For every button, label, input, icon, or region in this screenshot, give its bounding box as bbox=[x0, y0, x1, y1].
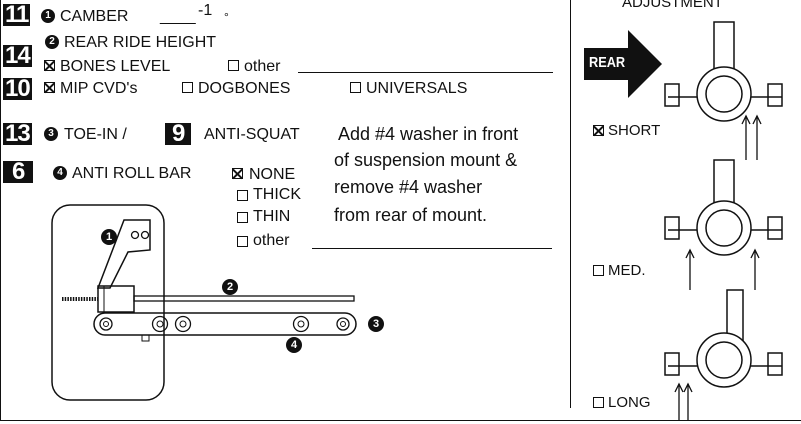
note-line-1: Add #4 washer in front bbox=[338, 124, 519, 144]
step-1-badge: 1 bbox=[41, 9, 55, 23]
diagram-callout-4: 4 bbox=[286, 337, 302, 353]
left-panel-border bbox=[0, 0, 1, 420]
step-4-badge: 4 bbox=[53, 166, 67, 180]
thin-label: THIN bbox=[253, 208, 291, 225]
dogbones-label: DOGBONES bbox=[198, 80, 291, 97]
adjustment-title: ADJUSTMENT bbox=[622, 0, 723, 11]
note-line-4: from rear of mount. bbox=[334, 205, 488, 225]
thin-checkbox[interactable] bbox=[237, 212, 248, 223]
anti-squat-badge: 9 bbox=[165, 122, 192, 146]
bones-level-checkbox[interactable] bbox=[44, 60, 55, 71]
step-3-badge: 3 bbox=[44, 127, 58, 141]
ride-height-other-line[interactable] bbox=[298, 72, 553, 73]
thick-checkbox[interactable] bbox=[237, 190, 248, 201]
right-panel-divider bbox=[570, 0, 571, 408]
ride-height-label: REAR RIDE HEIGHT bbox=[64, 34, 217, 51]
med-checkbox[interactable] bbox=[593, 265, 604, 276]
rear-arrow-label: REAR bbox=[589, 54, 626, 71]
thick-label: THICK bbox=[253, 186, 301, 203]
anti-roll-other-label: other bbox=[253, 232, 290, 249]
short-checkbox[interactable] bbox=[593, 125, 604, 136]
long-label: LONG bbox=[608, 394, 651, 411]
anti-roll-other-checkbox[interactable] bbox=[237, 236, 248, 247]
diagram-callout-2: 2 bbox=[222, 279, 238, 295]
camber-value[interactable]: -1 bbox=[198, 2, 213, 19]
camber-blank: ____ bbox=[160, 8, 196, 25]
none-label: NONE bbox=[249, 166, 296, 183]
anti-roll-badge: 6 bbox=[3, 160, 34, 184]
camber-badge: 11 bbox=[3, 1, 31, 28]
ride-height-badge: 14 bbox=[3, 42, 32, 69]
camber-label: CAMBER bbox=[60, 8, 129, 25]
anti-roll-other-line[interactable] bbox=[312, 248, 552, 249]
diagram-callout-1: 1 bbox=[101, 229, 117, 245]
anti-roll-label: ANTI ROLL BAR bbox=[72, 165, 192, 182]
universals-checkbox[interactable] bbox=[350, 82, 361, 93]
camber-unit: ° bbox=[224, 10, 229, 24]
none-checkbox[interactable] bbox=[232, 168, 243, 179]
dogbones-checkbox[interactable] bbox=[182, 82, 193, 93]
long-checkbox[interactable] bbox=[593, 397, 604, 408]
note-line-3: remove #4 washer bbox=[334, 177, 483, 197]
diagram-callout-3: 3 bbox=[368, 316, 384, 332]
mip-cvd-label: MIP CVD's bbox=[60, 80, 138, 97]
short-label: SHORT bbox=[608, 122, 661, 139]
cvd-badge: 10 bbox=[3, 75, 32, 102]
step-2-badge: 2 bbox=[45, 35, 59, 49]
note-line-2: of suspension mount & bbox=[334, 150, 518, 170]
toe-in-label: TOE-IN / bbox=[64, 126, 127, 143]
bottom-border bbox=[0, 420, 801, 421]
ride-height-other-checkbox[interactable] bbox=[228, 60, 239, 71]
toe-badge: 13 bbox=[3, 120, 32, 147]
bones-level-label: BONES LEVEL bbox=[60, 58, 171, 75]
mip-cvd-checkbox[interactable] bbox=[44, 82, 55, 93]
universals-label: UNIVERSALS bbox=[366, 80, 468, 97]
med-label: MED. bbox=[608, 262, 646, 279]
anti-squat-label: ANTI-SQUAT bbox=[204, 126, 300, 143]
ride-height-other-label: other bbox=[244, 58, 281, 75]
